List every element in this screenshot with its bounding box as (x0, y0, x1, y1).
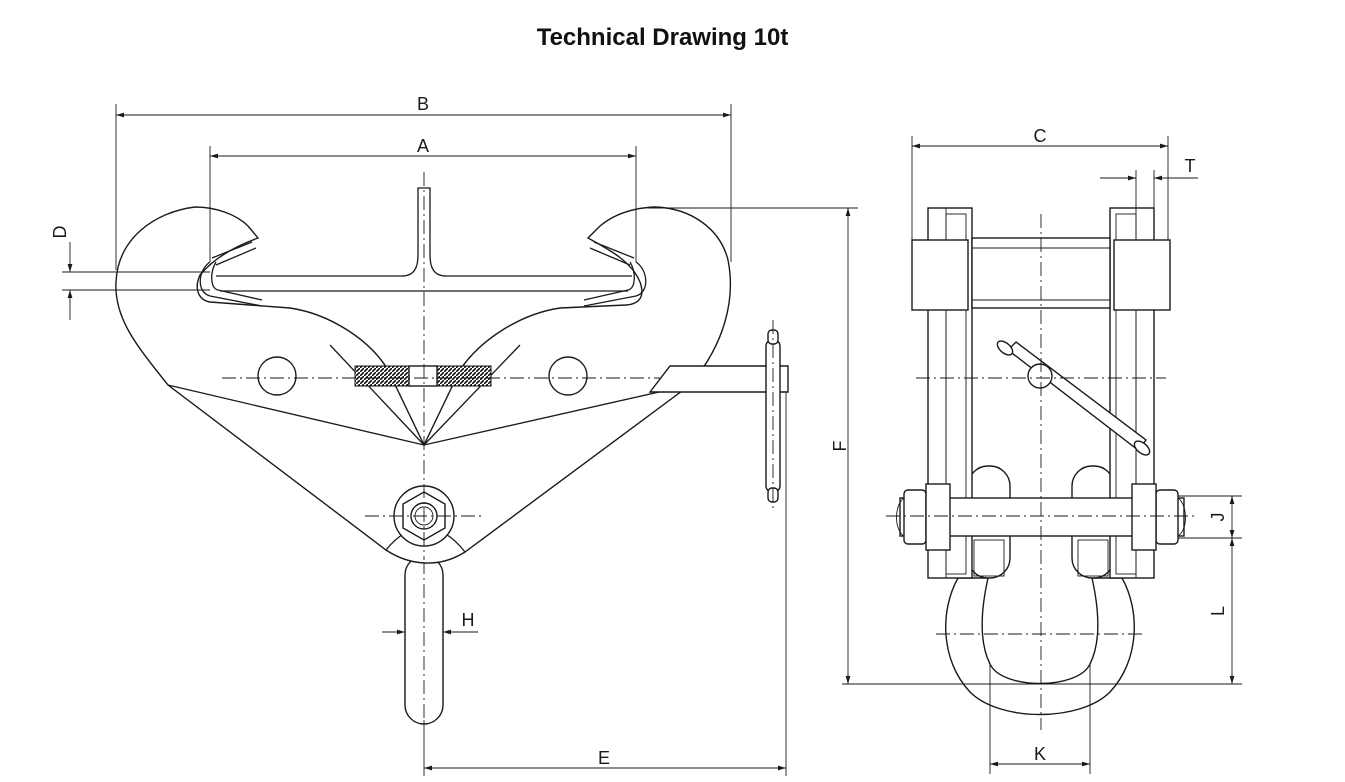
dimension-c: C (911, 126, 1169, 240)
dimension-label-j: J (1208, 513, 1228, 522)
threaded-spindle (354, 365, 492, 387)
dimension-label-f: F (830, 441, 850, 452)
dimension-k: K (989, 664, 1091, 774)
dimension-e: E (423, 392, 787, 776)
front-view: B A D F E (50, 94, 858, 776)
bolt-and-nuts (896, 483, 1186, 551)
dimension-label-e: E (598, 748, 610, 768)
dimension-label-d: D (50, 226, 70, 239)
dimension-d: D (50, 226, 210, 320)
dimension-label-b: B (417, 94, 429, 114)
dimension-label-a: A (417, 136, 429, 156)
dimension-t: T (1100, 156, 1198, 208)
page-title: Technical Drawing 10t (536, 24, 789, 51)
dimension-l: L (842, 538, 1242, 685)
dimension-label-k: K (1034, 744, 1046, 764)
right-hole (548, 356, 588, 396)
side-handle (996, 340, 1151, 456)
side-view: C T J L K (842, 126, 1242, 774)
dimension-label-t: T (1185, 156, 1196, 176)
tommy-bar (648, 320, 789, 512)
dimension-label-l: L (1208, 606, 1228, 616)
dimension-f: F (648, 207, 858, 684)
lifting-eye (404, 555, 444, 725)
dimension-label-c: C (1034, 126, 1047, 146)
dimension-h: H (382, 610, 478, 635)
dimension-j: J (1178, 495, 1242, 539)
dimension-a: A (209, 136, 637, 262)
dimension-b: B (115, 94, 732, 270)
left-hole (257, 356, 297, 396)
dimension-label-h: H (462, 610, 475, 630)
